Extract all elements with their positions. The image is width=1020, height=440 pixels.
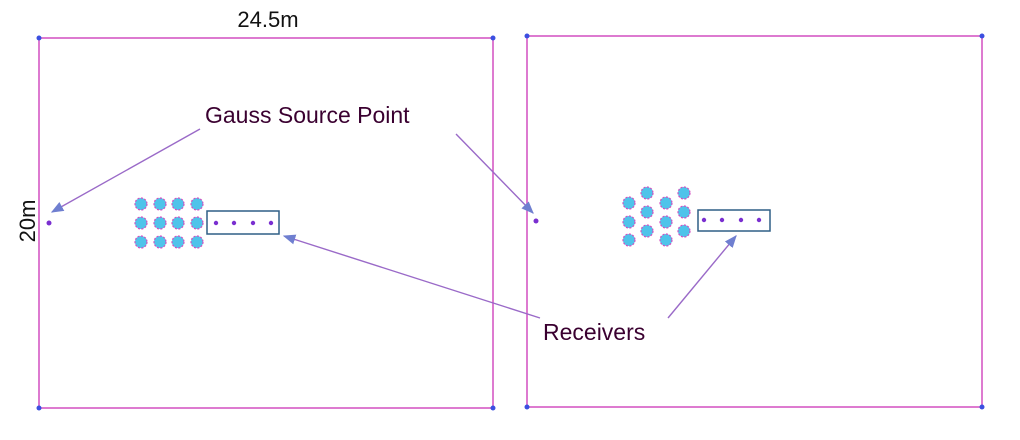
right-receiver-array <box>701 217 762 223</box>
scatterer <box>659 233 673 247</box>
annotation-arrows <box>50 128 737 319</box>
corner-marker <box>524 33 530 39</box>
scatterer <box>153 235 167 249</box>
receivers-arrow-left <box>282 234 541 319</box>
scatterer <box>640 205 654 219</box>
receivers-arrow-right <box>667 235 737 319</box>
left-receiver-array <box>213 220 274 226</box>
scatterer <box>659 196 673 210</box>
corner-marker <box>524 404 530 410</box>
scatterer <box>677 186 691 200</box>
scatterer <box>153 197 167 211</box>
corner-marker <box>979 404 985 410</box>
receiver-point <box>268 220 274 226</box>
scatterer <box>622 233 636 247</box>
right-source-point <box>533 218 539 224</box>
right-scatterer-array <box>622 186 691 247</box>
source-label: Gauss Source Point <box>205 102 410 128</box>
scatterer <box>134 235 148 249</box>
height-dimension-label: 20m <box>15 200 40 243</box>
scatterer <box>677 205 691 219</box>
receiver-point <box>701 217 707 223</box>
scatterer <box>171 235 185 249</box>
scatterer <box>659 215 673 229</box>
corner-marker <box>36 35 42 41</box>
receiver-point <box>231 220 237 226</box>
left-domain-boundary <box>38 37 494 409</box>
scatterer <box>171 197 185 211</box>
receiver-point <box>250 220 256 226</box>
scatterer <box>153 216 167 230</box>
scatterer <box>640 186 654 200</box>
left-corner-markers <box>36 35 496 411</box>
left-scatterer-array <box>134 197 204 249</box>
scatterer <box>190 235 204 249</box>
right-panel <box>524 33 985 410</box>
corner-marker <box>490 405 496 411</box>
scatterer <box>622 215 636 229</box>
scatterer <box>171 216 185 230</box>
scatterer <box>134 197 148 211</box>
scatterer <box>677 224 691 238</box>
left-receiver-box <box>206 210 280 235</box>
scatterer <box>640 224 654 238</box>
receiver-point <box>756 217 762 223</box>
receiver-point <box>213 220 219 226</box>
left-source-point <box>46 220 52 226</box>
width-dimension-label: 24.5m <box>237 7 298 32</box>
right-receiver-box <box>697 209 771 232</box>
receiver-point <box>738 217 744 223</box>
scatterer <box>134 216 148 230</box>
corner-marker <box>36 405 42 411</box>
receiver-point <box>719 217 725 223</box>
left-panel <box>36 35 496 411</box>
scatterer <box>622 196 636 210</box>
corner-marker <box>979 33 985 39</box>
receivers-label: Receivers <box>543 319 645 345</box>
source-arrow-left <box>50 128 201 213</box>
scatterer <box>190 216 204 230</box>
right-domain-boundary <box>526 35 983 408</box>
source-arrow-right <box>455 133 534 214</box>
corner-marker <box>490 35 496 41</box>
right-corner-markers <box>524 33 985 410</box>
scatterer <box>190 197 204 211</box>
